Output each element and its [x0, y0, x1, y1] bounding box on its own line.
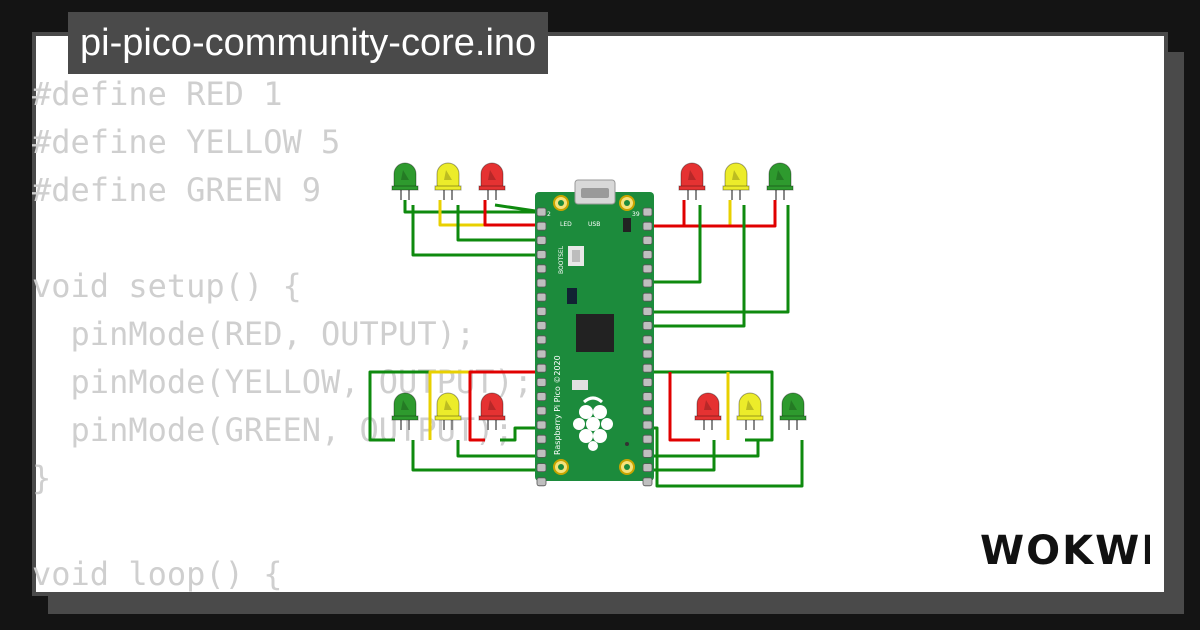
wokwi-logo: WOKWI — [980, 528, 1150, 574]
wire — [403, 200, 542, 214]
wire — [428, 370, 470, 440]
header-pin — [642, 392, 653, 402]
header-pin — [642, 335, 653, 345]
header-pin — [536, 349, 547, 359]
header-pin — [536, 306, 547, 316]
pin-header-right — [642, 207, 653, 487]
header-pin — [536, 420, 547, 430]
pin-label: 2 — [547, 211, 551, 218]
header-pin — [642, 420, 653, 430]
wire — [646, 205, 790, 314]
header-pin — [642, 292, 653, 302]
board-silk-text: Raspberry Pi Pico ©2020 — [553, 355, 562, 455]
header-pin — [536, 363, 547, 373]
bootsel-label: BOOTSEL — [558, 245, 565, 274]
code-line: pinMode(YELLOW, OUTPUT); — [32, 363, 533, 401]
green-led — [779, 392, 807, 430]
wire — [646, 440, 716, 472]
red-led — [694, 392, 722, 430]
wire — [483, 200, 542, 227]
header-pin — [642, 207, 653, 217]
header-pin — [642, 477, 653, 487]
wire — [668, 372, 700, 442]
project-title: pi-pico-community-core.ino — [68, 12, 549, 74]
code-line: void setup() { — [32, 267, 302, 305]
header-pin — [642, 434, 653, 444]
header-pin — [536, 250, 547, 260]
header-pin — [536, 321, 547, 331]
pin-header-left — [536, 207, 547, 487]
green-led — [391, 162, 419, 200]
wire — [500, 426, 542, 442]
code-line: void loop() { — [32, 555, 283, 593]
header-pin — [642, 264, 653, 274]
header-pin — [642, 448, 653, 458]
header-pin — [642, 406, 653, 416]
code-line: pinMode(RED, OUTPUT); — [32, 315, 476, 353]
pico-board: LED USB 2 39 BOOTSEL Raspberry Pi Pico ©… — [535, 179, 654, 487]
header-pin — [536, 448, 547, 458]
header-pin — [642, 349, 653, 359]
header-pin — [536, 264, 547, 274]
code-line: } — [32, 459, 52, 497]
header-pin — [536, 335, 547, 345]
wire — [456, 205, 542, 242]
header-pin — [642, 463, 653, 473]
pin-label: 39 — [632, 211, 640, 218]
header-pin — [536, 434, 547, 444]
red-led — [478, 392, 506, 430]
header-pin — [536, 477, 547, 487]
header-pin — [642, 235, 653, 245]
header-pin — [642, 221, 653, 231]
wire — [646, 200, 732, 228]
wire — [646, 205, 702, 284]
wire — [646, 440, 760, 458]
header-pin — [536, 463, 547, 473]
green-led — [391, 392, 419, 430]
header-pin — [536, 221, 547, 231]
header-pin — [642, 278, 653, 288]
wire — [494, 203, 543, 214]
raspberry-logo — [573, 396, 613, 451]
header-pin — [642, 250, 653, 260]
red-led — [678, 162, 706, 200]
header-pin — [642, 363, 653, 373]
code-line: #define YELLOW 5 — [32, 123, 341, 161]
led-group — [391, 162, 807, 430]
wire — [468, 370, 542, 442]
header-pin — [536, 207, 547, 217]
header-pin — [642, 321, 653, 331]
wire — [456, 440, 542, 458]
header-pin — [536, 278, 547, 288]
header-pin — [536, 392, 547, 402]
code-line: #define GREEN 9 — [32, 171, 321, 209]
yellow-led — [722, 162, 750, 200]
header-pin — [536, 235, 547, 245]
header-pin — [536, 292, 547, 302]
red-led — [478, 162, 506, 200]
yellow-led — [736, 392, 764, 430]
header-pin — [642, 306, 653, 316]
header-pin — [536, 406, 547, 416]
wire — [411, 440, 542, 472]
yellow-led — [434, 392, 462, 430]
wire — [646, 200, 777, 228]
header-pin — [642, 377, 653, 387]
wire — [411, 205, 542, 257]
led-label: LED — [560, 221, 572, 228]
header-pin — [536, 377, 547, 387]
yellow-led — [434, 162, 462, 200]
code-line: #define RED 1 — [32, 75, 283, 113]
usb-label: USB — [588, 221, 600, 228]
code-preview: #define RED 1 #define YELLOW 5 #define GRE… — [32, 70, 533, 598]
wire — [646, 205, 746, 328]
green-led — [766, 162, 794, 200]
brand-text: WOKWI — [980, 528, 1150, 574]
